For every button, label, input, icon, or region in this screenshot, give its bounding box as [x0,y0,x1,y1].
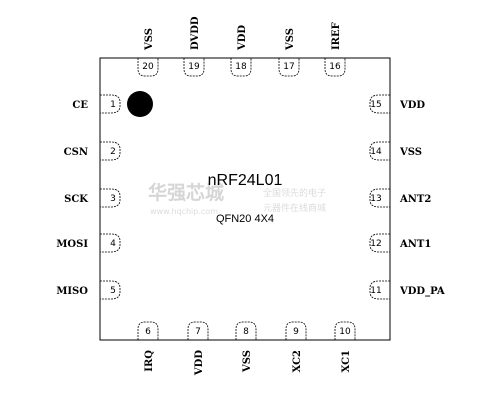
pin-14: 14 VSS [369,141,422,161]
pin-pad [369,188,390,208]
pin-number: 16 [329,62,341,72]
pin-pad [183,58,205,77]
pin-number: 12 [370,239,381,249]
pin-13: 13 ANT2 [369,188,431,208]
pin-pad [100,94,121,114]
pin-label: XC2 [292,350,303,373]
pin-number: 20 [142,62,154,72]
pin-11: 11 VDD_PA [369,280,445,300]
pin-pad [137,321,159,340]
pin-3: 3 SCK [64,188,121,208]
pin-label: IREF [331,22,342,50]
pin-label: MOSI [56,239,88,250]
watermark-tagline-1: 全国领先的电子 [263,187,326,199]
pin-pad [324,58,346,77]
pin-pad [100,188,121,208]
pin-number: 5 [110,286,116,296]
pin-label: VSS [144,28,155,51]
pin-number: 15 [370,100,381,110]
watermark-brand: 华强芯城 [148,181,224,204]
pin-pad [235,321,257,340]
pin-16: 16 IREF [324,22,346,77]
pin-pad [369,233,390,253]
pin-pad [100,280,121,300]
pin-label: VDD_PA [399,286,445,297]
pin-17: 17 VSS [278,28,300,77]
pin-number: 13 [370,194,381,204]
pin-pad [285,321,307,340]
pin-label: ANT2 [399,194,431,205]
pin-label: VSS [399,147,422,158]
pin-number: 11 [370,286,381,296]
pin-number: 19 [188,62,200,72]
pin-5: 5 MISO [56,280,121,300]
pin-12: 12 ANT1 [369,233,431,253]
pin-label: XC1 [341,350,352,373]
pin-pad [230,58,252,77]
pin-pad [369,280,390,300]
pin-15: 15 VDD [369,94,425,114]
pin-20: 20 VSS [137,28,159,77]
pin-number: 10 [339,327,351,337]
watermark-site: www.hqchip.com [150,207,218,216]
pin-number: 17 [283,62,294,72]
pin-number: 7 [195,327,201,337]
pin-pad [278,58,300,77]
pin1-marker-dot [127,91,153,117]
pin-number: 6 [145,327,151,337]
pin-number: 1 [110,100,116,110]
pin-pad [369,94,390,114]
pin-label: MISO [56,286,88,297]
pin-pad [100,233,121,253]
pin-label: ANT1 [399,239,431,250]
pin-label: CSN [64,147,88,158]
pin-label: VSS [285,28,296,51]
pin-label: SCK [64,194,88,205]
pin-number: 18 [235,62,247,72]
pin-number: 9 [293,327,299,337]
pin-label: DVDD [190,16,201,50]
pin-label: IRQ [144,350,155,372]
pin-label: VDD [237,25,248,51]
pin-2: 2 CSN [64,141,121,161]
pin-pad [334,321,356,340]
pin-pad [369,141,390,161]
pin-4: 4 MOSI [56,233,121,253]
pin-number: 14 [370,147,382,157]
pin-number: 8 [243,327,249,337]
pin-label: VDD [194,350,205,376]
chip-name: nRF24L01 [208,172,283,189]
pin-number: 4 [110,239,116,249]
right-pin-row: 11 VDD_PA 12 ANT1 13 ANT2 14 VSS 15 VDD [369,94,445,300]
watermark-tagline-2: 元器件在线商城 [263,202,326,214]
pin-19: 19 DVDD [183,16,205,77]
chip-package: QFN20 4X4 [216,213,274,225]
pin-pad [187,321,209,340]
pin-label: VDD [399,100,425,111]
pin-1: 1 CE [72,94,121,114]
watermark: 华强芯城 www.hqchip.com 全国领先的电子 元器件在线商城 [148,181,326,216]
pin-label: CE [72,100,88,111]
pin-label: VSS [242,350,253,373]
left-pin-row: 1 CE 2 CSN 3 SCK 4 MOSI 5 MISO [56,94,121,300]
pin-pad [137,58,159,77]
pin-number: 3 [110,194,116,204]
pin-pad [100,141,121,161]
top-pin-row: 16 IREF 17 VSS 18 VDD 19 DVDD 20 VSS [137,16,346,77]
pin-number: 2 [110,147,116,157]
pin-18: 18 VDD [230,25,252,77]
